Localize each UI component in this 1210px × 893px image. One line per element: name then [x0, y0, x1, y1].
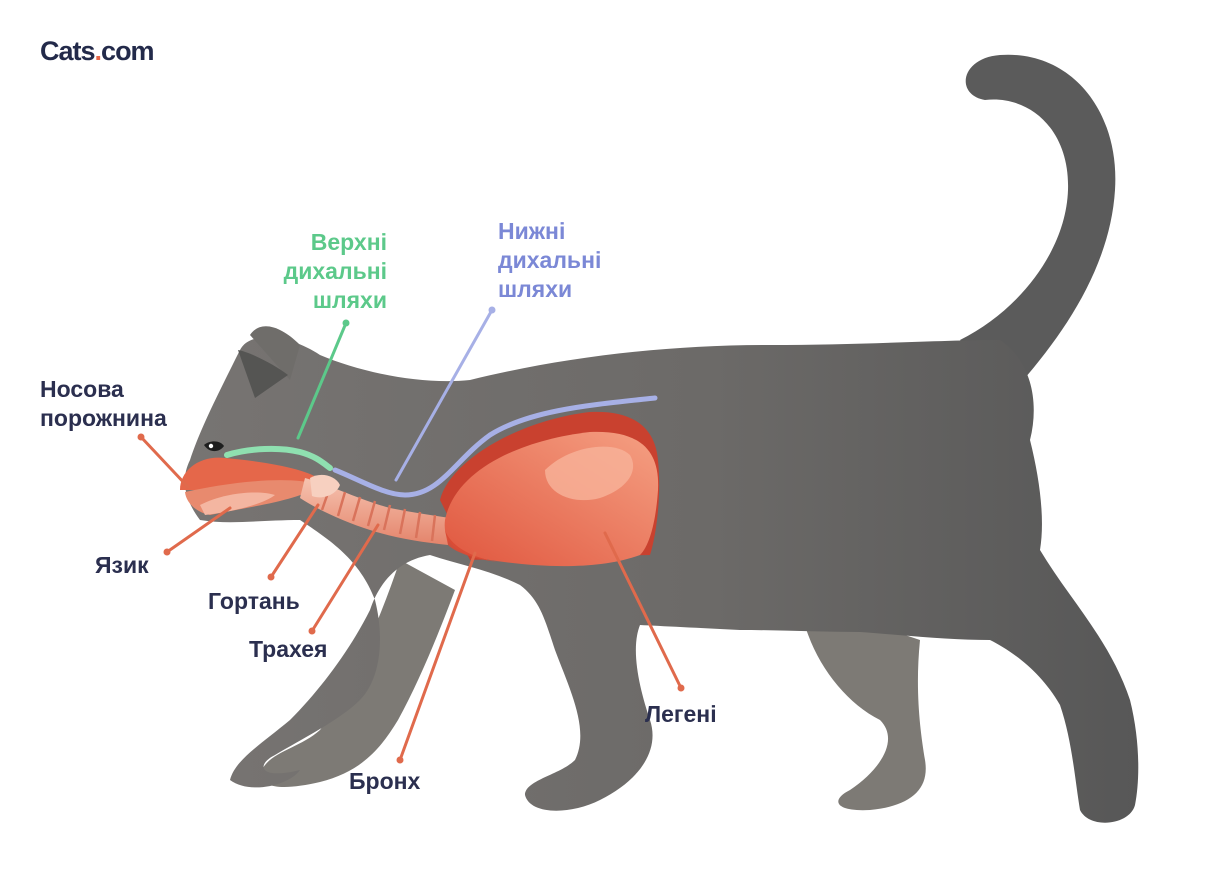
cat-body	[184, 337, 1139, 823]
lower-airway-path	[332, 395, 658, 498]
brand-name: Cats	[40, 36, 96, 66]
brand-tld: com	[101, 36, 155, 66]
label-bronchus: Бронх	[349, 768, 421, 794]
brand-logo[interactable]: Cats.com	[40, 36, 155, 67]
tail	[960, 54, 1116, 395]
leader-nasal	[139, 435, 190, 489]
leader-lower-airway	[394, 308, 494, 482]
ear-far	[250, 326, 300, 380]
label-lungs: Легені	[645, 701, 717, 727]
brand-dot: .	[94, 36, 102, 66]
trachea-rings	[320, 486, 437, 542]
far-hind-leg	[800, 600, 926, 811]
ear-near	[238, 350, 288, 398]
eye	[204, 441, 224, 452]
leader-tongue	[165, 506, 232, 554]
leader-bronchus	[398, 551, 477, 762]
label-nasal-cavity: Носова порожнина	[40, 376, 167, 431]
label-upper-airways: Верхні дихальні шляхи	[283, 229, 387, 313]
label-trachea: Трахея	[249, 636, 328, 662]
trachea-shape	[300, 478, 450, 545]
leader-trachea	[310, 523, 380, 633]
leader-dots	[137, 306, 685, 764]
label-larynx: Гортань	[208, 588, 300, 614]
label-lower-airways: Нижні дихальні шляхи	[498, 218, 602, 302]
lung-highlight	[545, 446, 634, 501]
leader-upper-airway	[296, 321, 348, 440]
label-tongue: Язик	[95, 552, 149, 578]
eye-highlight	[208, 443, 214, 449]
leader-lines	[139, 308, 683, 762]
upper-airway-path	[224, 445, 333, 471]
tongue-shape	[200, 492, 275, 515]
larynx-shape	[310, 474, 340, 498]
leader-larynx	[269, 503, 320, 579]
leader-lungs	[603, 531, 683, 690]
